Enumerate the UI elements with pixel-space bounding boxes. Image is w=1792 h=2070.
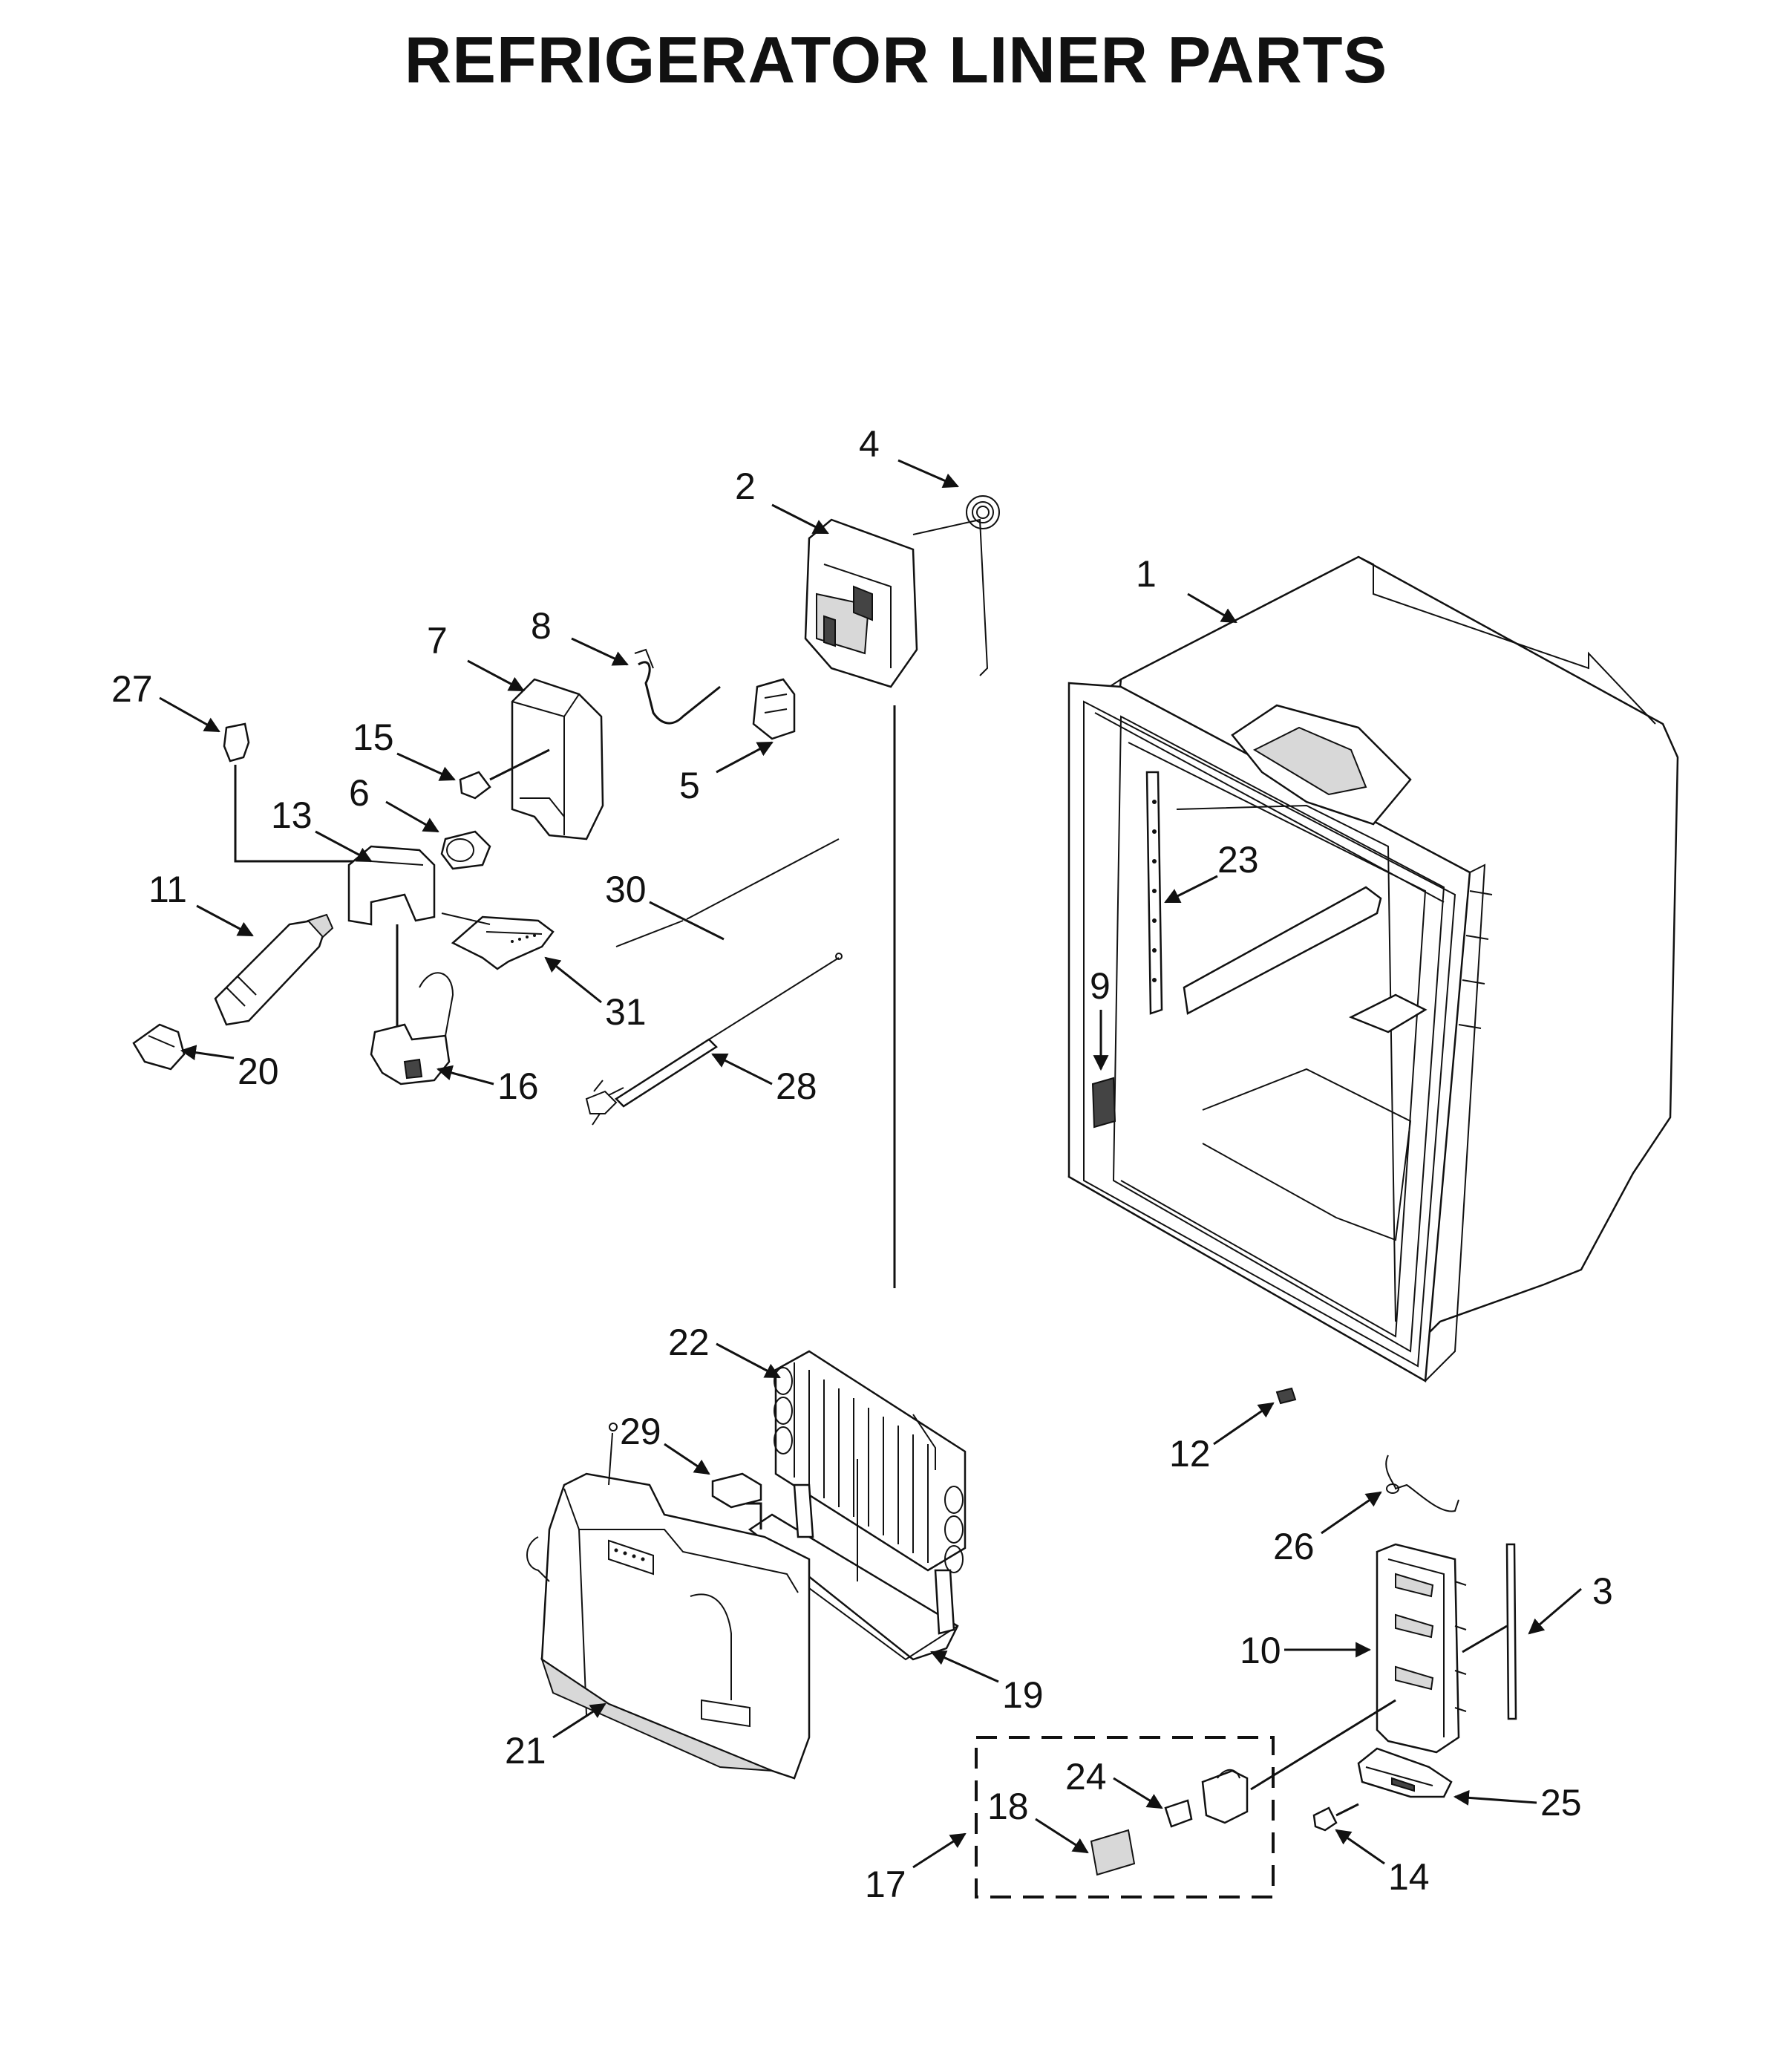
callout-10: 10 [1240,1630,1281,1671]
part-13-housing [347,845,436,1047]
part-27-screw [223,722,356,863]
callout-7: 7 [427,620,448,662]
part-3-strip [1462,1543,1517,1720]
callout-8: 8 [531,605,552,647]
page-title: REFRIGERATOR LINER PARTS [404,23,1388,97]
part-8-wire-harness [634,648,721,725]
callout-4: 4 [859,423,880,465]
callout-17: 17 [865,1864,906,1905]
callout-16: 16 [497,1065,539,1107]
part-11-filter [214,913,334,1026]
callout-30: 30 [605,869,647,910]
part-20-cap [132,1023,186,1071]
part-22-evaporator [774,1350,967,1573]
callout-15: 15 [353,716,394,758]
part-14-screw [1312,1803,1359,1832]
part-15-screw [459,748,550,800]
part-5-valve [752,678,796,740]
callout-19: 19 [1002,1674,1044,1716]
part-26-wire [1385,1454,1459,1512]
part-31-duct [441,912,555,970]
leader-arrows [159,459,1582,1869]
callout-9: 9 [1090,965,1111,1007]
part-17-kit-box [975,1699,1396,1898]
part-19-drain-tray [746,1459,959,1661]
callout-29: 29 [620,1411,661,1452]
part-6-connector [440,830,491,870]
callout-22: 22 [668,1322,710,1363]
callout-21: 21 [505,1730,546,1772]
callout-28: 28 [776,1065,817,1107]
part-7-cover [511,678,604,840]
callout-11: 11 [148,869,187,910]
callout-31: 31 [605,991,647,1033]
callout-5: 5 [679,765,700,806]
part-29-pad [711,1472,762,1509]
callout-13: 13 [271,794,313,836]
callout-20: 20 [238,1051,279,1092]
callout-labels: 1 2 3 4 5 6 7 8 9 10 11 12 13 14 15 16 1… [111,423,1613,1905]
callout-6: 6 [349,772,370,814]
part-16-bracket [370,972,454,1085]
callout-1: 1 [1136,553,1157,595]
callout-23: 23 [1217,839,1259,881]
part-21-lower-cover [526,1423,811,1780]
part-2-control-box [804,495,1000,1288]
callout-12: 12 [1169,1433,1211,1475]
part-12-clip [1275,1387,1297,1405]
callout-27: 27 [111,668,153,710]
callout-18: 18 [987,1786,1029,1827]
callout-24: 24 [1065,1756,1107,1798]
callout-3: 3 [1592,1570,1613,1612]
part-10-panel [1376,1543,1467,1754]
callout-25: 25 [1540,1782,1582,1824]
part-1-liner [1067,555,1679,1383]
callout-2: 2 [735,466,756,507]
callout-14: 14 [1388,1856,1430,1898]
part-28-thermistor [585,838,843,1126]
callout-26: 26 [1273,1526,1315,1567]
part-25-bracket [1357,1747,1453,1798]
